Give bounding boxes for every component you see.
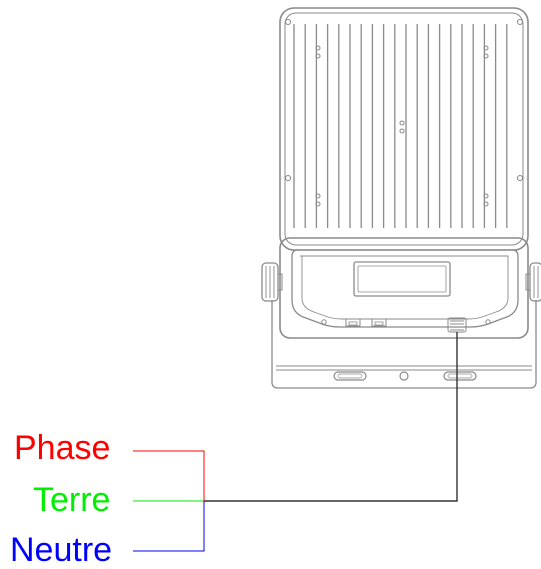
cable-gland — [447, 317, 467, 333]
driver-frame — [279, 237, 529, 339]
floodlight-fixture-icon — [261, 7, 541, 389]
knob-left — [261, 262, 283, 302]
bracket-slot-left — [333, 371, 367, 381]
bracket-slot-right — [443, 371, 477, 381]
power-cable — [204, 332, 458, 502]
heatsink-fins — [293, 24, 508, 228]
housing-inner — [284, 12, 524, 246]
housing-screws — [284, 18, 524, 207]
label-neutre: Neutre — [10, 531, 113, 569]
wire-neutre — [133, 501, 205, 552]
wire-phase — [133, 450, 205, 501]
driver-box-inner — [300, 255, 509, 320]
driver-box — [291, 249, 519, 328]
label-terre: Terre — [33, 481, 111, 519]
label-phase: Phase — [14, 429, 111, 467]
housing-outer — [279, 7, 529, 251]
driver-label-plate — [353, 261, 451, 297]
connector-right — [371, 318, 387, 327]
mounting-bracket — [271, 300, 537, 389]
bracket-center-hole — [399, 371, 409, 381]
connector-left — [345, 318, 361, 327]
